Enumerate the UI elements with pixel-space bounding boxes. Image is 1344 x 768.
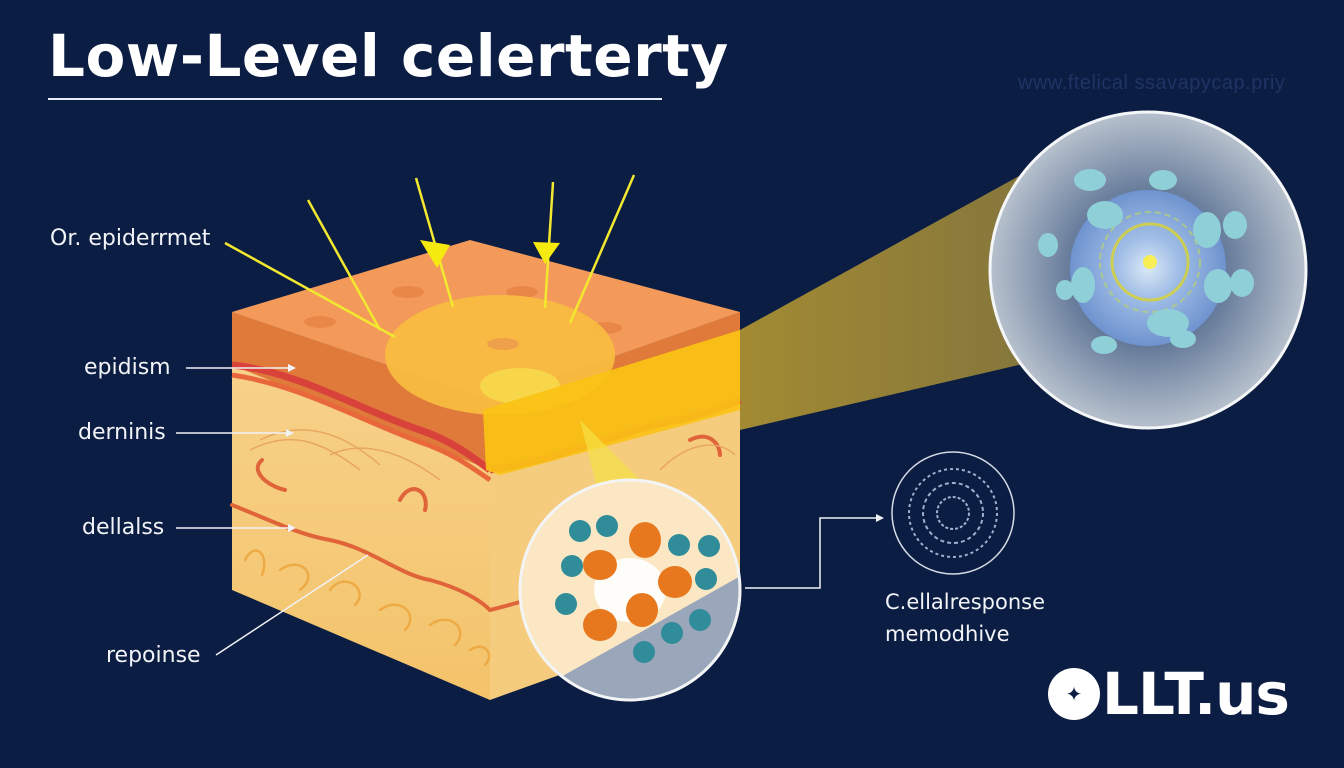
label-cellular-response-1: C.ellalresponse bbox=[885, 590, 1046, 614]
title-underline bbox=[48, 98, 662, 100]
title: Low-Level celerterty bbox=[48, 22, 729, 90]
ray-arrowhead bbox=[533, 242, 560, 264]
label-response: repoinse bbox=[106, 643, 201, 668]
light-slab bbox=[483, 330, 740, 475]
brand-logo: ✦ LLT.us bbox=[1048, 660, 1290, 728]
label-top-callout: Or. epiderrmet bbox=[50, 226, 211, 251]
logo-text: LLT.us bbox=[1102, 660, 1290, 728]
label-dermis: derninis bbox=[78, 420, 166, 445]
nucleus-zoom-circle bbox=[988, 110, 1308, 430]
ray-arrowhead bbox=[420, 240, 450, 268]
watermark-url: www.ftelical ssavapycap.priy bbox=[1018, 72, 1286, 94]
cell-zoom-circle bbox=[518, 478, 742, 702]
seal-emblem-icon: ✦ bbox=[1048, 668, 1100, 720]
label-epidermis: epidism bbox=[84, 355, 171, 380]
label-subdermal: dellalss bbox=[82, 515, 165, 540]
label-cellular-response-2: memodhive bbox=[885, 622, 1010, 646]
network-circle bbox=[891, 451, 1015, 575]
